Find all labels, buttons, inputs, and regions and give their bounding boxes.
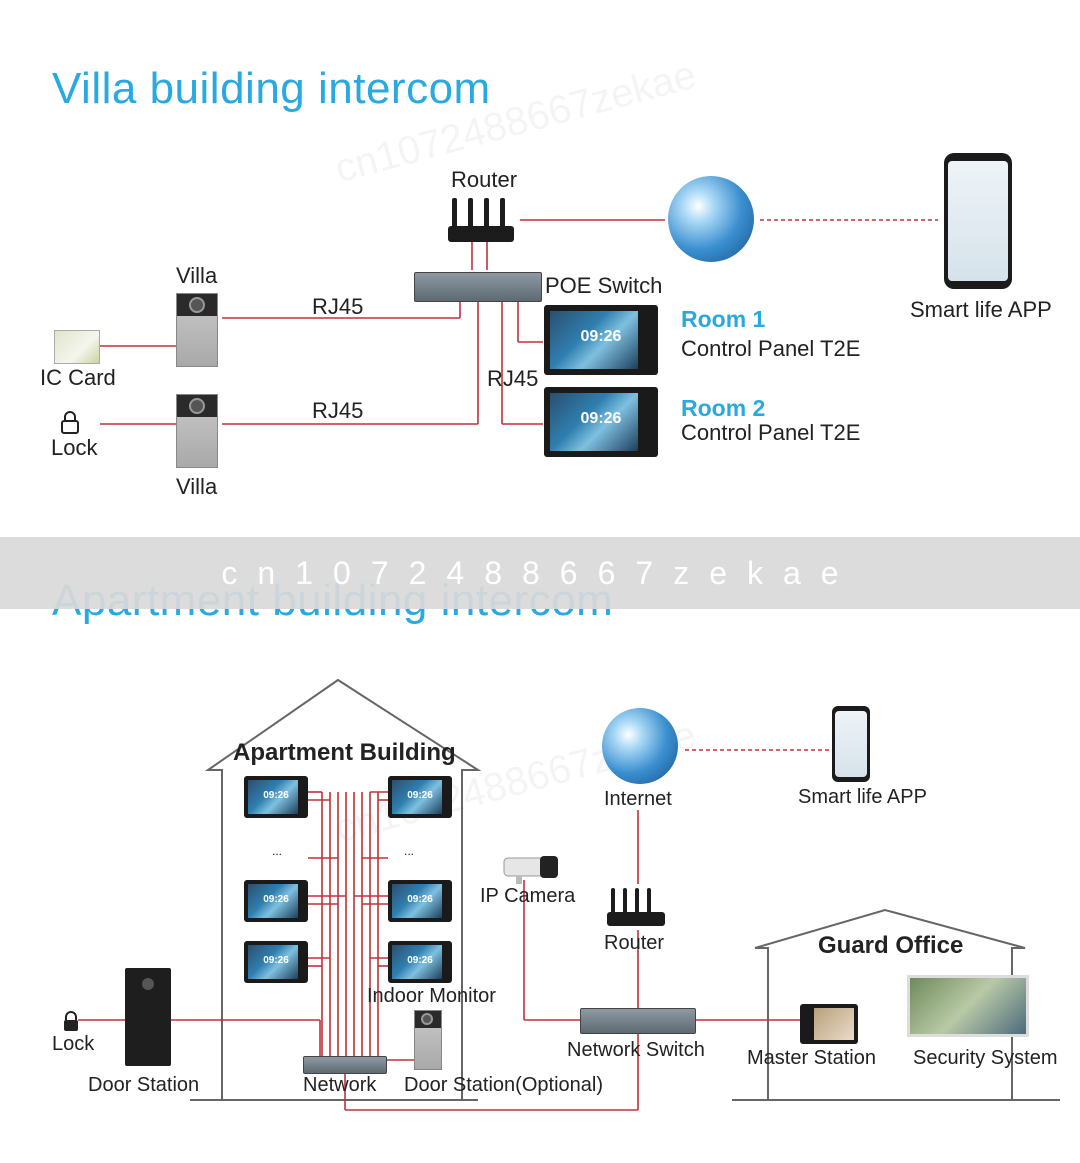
- monitor-icon: 09:26: [388, 776, 452, 818]
- ic-card-icon: [54, 330, 100, 364]
- rj45-middle-label: RJ45: [487, 366, 539, 391]
- indoor-monitor-label: Indoor Monitor: [367, 985, 496, 1007]
- globe-icon: [668, 176, 754, 262]
- watermark-band: [0, 537, 1080, 609]
- villa-top-label: Villa: [176, 263, 218, 288]
- rj45-bottom-label: RJ45: [312, 398, 364, 423]
- monitor-icon: 09:26: [388, 880, 452, 922]
- apartment-router-label: Router: [604, 932, 665, 954]
- network-switch-label: Network Switch: [567, 1039, 705, 1061]
- door-station-icon: [176, 293, 218, 367]
- watermark-band-text: cn1072488667zekae: [221, 555, 859, 591]
- lock-label: Lock: [51, 435, 98, 460]
- smart-life-label: Smart life APP: [910, 297, 1052, 322]
- poe-switch-label: POE Switch: [545, 273, 663, 298]
- ellipsis: ...: [404, 844, 415, 858]
- ellipsis: ...: [272, 844, 283, 858]
- door-station-label: Door Station: [88, 1074, 200, 1096]
- guard-office-label: Guard Office: [818, 932, 964, 959]
- phone-icon: [944, 153, 1012, 289]
- lock-icon: [64, 1011, 78, 1031]
- control-panel-icon: 09:26: [544, 305, 658, 375]
- door-station-optional-label: Door Station(Optional): [404, 1074, 603, 1096]
- monitor-icon: 09:26: [244, 776, 308, 818]
- network-switch-icon: [580, 1008, 696, 1034]
- villa-title: Villa building intercom: [52, 64, 491, 113]
- room1-sub: Control Panel T2E: [681, 336, 861, 361]
- door-station-icon: [176, 394, 218, 468]
- router-label: Router: [451, 167, 518, 192]
- monitor-icon: 09:26: [244, 941, 308, 983]
- villa-bottom-label: Villa: [176, 474, 218, 499]
- internet-label: Internet: [604, 788, 672, 810]
- lock-icon: [61, 411, 79, 434]
- poe-switch-icon: [414, 272, 542, 302]
- security-system-icon: [907, 975, 1029, 1037]
- monitor-icon: 09:26: [388, 941, 452, 983]
- ip-camera-label: IP Camera: [480, 885, 576, 907]
- security-system-label: Security System: [913, 1047, 1058, 1069]
- ip-camera-icon: [503, 856, 558, 884]
- apartment-building-label: Apartment Building: [233, 739, 456, 766]
- monitor-icon: 09:26: [244, 880, 308, 922]
- control-panel-icon: 09:26: [544, 387, 658, 457]
- globe-icon: [602, 708, 678, 784]
- apartment-lock-label: Lock: [52, 1033, 95, 1055]
- ic-card-label: IC Card: [40, 365, 116, 390]
- apartment-house-outline: [204, 678, 482, 1100]
- apartment-smart-life-label: Smart life APP: [798, 786, 927, 808]
- room1-title: Room 1: [681, 306, 766, 332]
- master-station-icon: [800, 1004, 858, 1044]
- room2-title: Room 2: [681, 395, 766, 421]
- guard-house-outline: [754, 908, 1026, 1100]
- door-station-icon: [125, 968, 171, 1066]
- master-station-label: Master Station: [747, 1047, 876, 1069]
- network-label: Network: [303, 1074, 377, 1096]
- optional-door-station-icon: [414, 1010, 442, 1070]
- rj45-top-label: RJ45: [312, 294, 364, 319]
- network-icon: [303, 1056, 387, 1074]
- phone-icon: [832, 706, 870, 782]
- room2-sub: Control Panel T2E: [681, 420, 861, 445]
